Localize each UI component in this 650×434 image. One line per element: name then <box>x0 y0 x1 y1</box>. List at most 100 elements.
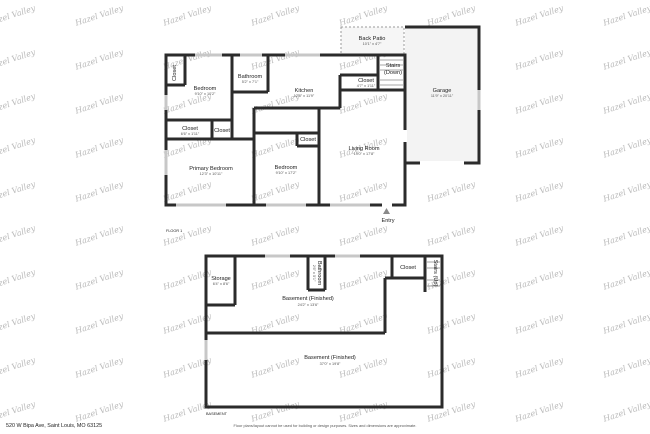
watermark-text: Hazel Valley <box>601 399 650 423</box>
garage-area <box>405 28 479 163</box>
watermark-text: Hazel Valley <box>425 399 477 423</box>
watermark-text: Hazel Valley <box>249 47 301 71</box>
floor-1-plan: Entry Back Patio 10'1" x 4'7" Stairs(Dow… <box>164 25 481 233</box>
watermark-text: Hazel Valley <box>601 355 650 379</box>
watermark-text: Hazel Valley <box>73 91 125 115</box>
entry-label: Entry <box>381 218 394 224</box>
room-bedroom-2-dim: 9'10" x 17'2" <box>276 171 297 175</box>
entry-marker-icon <box>383 208 390 214</box>
watermark-text: Hazel Valley <box>513 311 565 335</box>
room-storage-dim: 6'4" x 8'6" <box>213 282 230 286</box>
room-living-room-name: Living Room <box>348 146 379 152</box>
watermark-text: Hazel Valley <box>73 179 125 203</box>
room-living-room-dim: 19'0" x 17'8" <box>354 152 375 156</box>
watermark-text: Hazel Valley <box>0 91 37 115</box>
watermark-text: Hazel Valley <box>337 267 389 291</box>
watermark-text: Hazel Valley <box>161 3 213 27</box>
watermark-text: Hazel Valley <box>425 311 477 335</box>
room-storage-name: Storage <box>211 276 231 282</box>
room-kitchen-dim: 12'8" x 11'9" <box>294 94 315 98</box>
watermark-text: Hazel Valley <box>73 399 125 423</box>
room-garage-name: Garage <box>433 88 452 94</box>
watermark-text: Hazel Valley <box>337 91 389 115</box>
room-closet-6-name: Closet <box>400 265 416 271</box>
watermark-text: Hazel Valley <box>249 355 301 379</box>
watermark-text: Hazel Valley <box>73 355 125 379</box>
room-bedroom-2-name: Bedroom <box>275 165 298 171</box>
watermark-text: Hazel Valley <box>425 223 477 247</box>
back-patio-area <box>340 26 405 56</box>
watermark-text: Hazel Valley <box>0 3 37 27</box>
watermark-text: Hazel Valley <box>249 267 301 291</box>
watermark-text: Hazel Valley <box>161 47 213 71</box>
watermark-text: Hazel Valley <box>601 47 650 71</box>
property-address: 520 W Bipa Ave, Saint Louis, MO 63125 <box>6 423 103 429</box>
watermark-text: Hazel Valley <box>601 179 650 203</box>
watermark-text: Hazel Valley <box>601 135 650 159</box>
watermark-text: Hazel Valley <box>601 3 650 27</box>
room-primary-bedroom-name: Primary Bedroom <box>189 166 233 172</box>
watermark-text: Hazel Valley <box>73 223 125 247</box>
watermark-text: Hazel Valley <box>249 135 301 159</box>
room-closet-2-name: Closet <box>358 78 374 84</box>
room-stairs-down-name: Stairs(Down) <box>384 63 402 76</box>
watermark-text: Hazel Valley <box>513 135 565 159</box>
watermark-text: Hazel Valley <box>337 223 389 247</box>
watermark-text: Hazel Valley <box>425 355 477 379</box>
watermark-text: Hazel Valley <box>601 91 650 115</box>
watermark-text: Hazel Valley <box>601 267 650 291</box>
basement-label: BASEMENT <box>206 412 228 416</box>
room-bedroom-1-name: Bedroom <box>194 86 217 92</box>
stairs-up-steps <box>427 261 440 287</box>
watermark-text: Hazel Valley <box>0 179 37 203</box>
watermark-text: Hazel Valley <box>73 267 125 291</box>
stairs-down-steps <box>380 59 403 86</box>
room-stairs-up-name: Stairs (Up) <box>432 260 438 287</box>
watermark-text: Hazel Valley <box>601 223 650 247</box>
room-bathroom-1-name: Bathroom <box>238 74 263 80</box>
room-closet-1-name: Closet <box>172 65 178 81</box>
watermark-text: Hazel Valley <box>0 399 37 423</box>
watermark-text: Hazel Valley <box>337 3 389 27</box>
room-back-patio-dim: 10'1" x 4'7" <box>363 42 382 46</box>
watermark-text: Hazel Valley <box>513 47 565 71</box>
disclaimer-text: Floor plans/layout cannot be used for bu… <box>233 423 417 428</box>
watermark-text: Hazel Valley <box>0 355 37 379</box>
watermark-text: Hazel Valley <box>0 267 37 291</box>
watermark-text: Hazel Valley <box>513 399 565 423</box>
room-bedroom-1-dim: 9'10" x 10'2" <box>195 92 216 96</box>
floor-1-label: FLOOR 1 <box>166 229 182 233</box>
watermark-text: Hazel Valley <box>425 179 477 203</box>
watermark-text: Hazel Valley <box>0 223 37 247</box>
watermark-text: Hazel Valley <box>161 179 213 203</box>
watermark-text: Hazel Valley <box>425 3 477 27</box>
watermark-text: Hazel Valley <box>513 3 565 27</box>
room-basement-1-dim: 24'2" x 13'6" <box>298 303 319 307</box>
watermark-text: Hazel Valley <box>0 311 37 335</box>
room-garage-dim: 11'9" x 20'11" <box>431 94 454 98</box>
watermark-text: Hazel Valley <box>513 91 565 115</box>
room-bathroom-1-dim: 5'2" x 7'1" <box>242 80 259 84</box>
room-basement-2-name: Basement (Finished) <box>304 355 356 361</box>
watermark-text: Hazel Valley <box>249 3 301 27</box>
watermark-text: Hazel Valley <box>513 179 565 203</box>
room-basement-2-dim: 37'0" x 19'8" <box>320 362 341 366</box>
room-back-patio-name: Back Patio <box>359 36 386 42</box>
watermark-text: Hazel Valley <box>0 135 37 159</box>
room-closet-2-dim: 4'7" x 1'11" <box>357 84 376 88</box>
room-closet-3-name: Closet <box>182 126 198 132</box>
watermark-text: Hazel Valley <box>73 311 125 335</box>
room-primary-bedroom-dim: 12'3" x 10'11" <box>200 172 223 176</box>
watermark-text: Hazel Valley <box>513 267 565 291</box>
watermark-text: Hazel Valley <box>73 47 125 71</box>
watermark-text: Hazel Valley <box>249 179 301 203</box>
watermark-text: Hazel Valley <box>601 311 650 335</box>
room-closet-5-name: Closet <box>300 137 316 143</box>
watermark-text: Hazel Valley <box>73 135 125 159</box>
watermark-text: Hazel Valley <box>513 223 565 247</box>
watermark-text: Hazel Valley <box>337 399 389 423</box>
watermark-text: Hazel Valley <box>161 223 213 247</box>
watermark-text: Hazel Valley <box>249 223 301 247</box>
watermark-text: Hazel Valley <box>249 399 301 423</box>
